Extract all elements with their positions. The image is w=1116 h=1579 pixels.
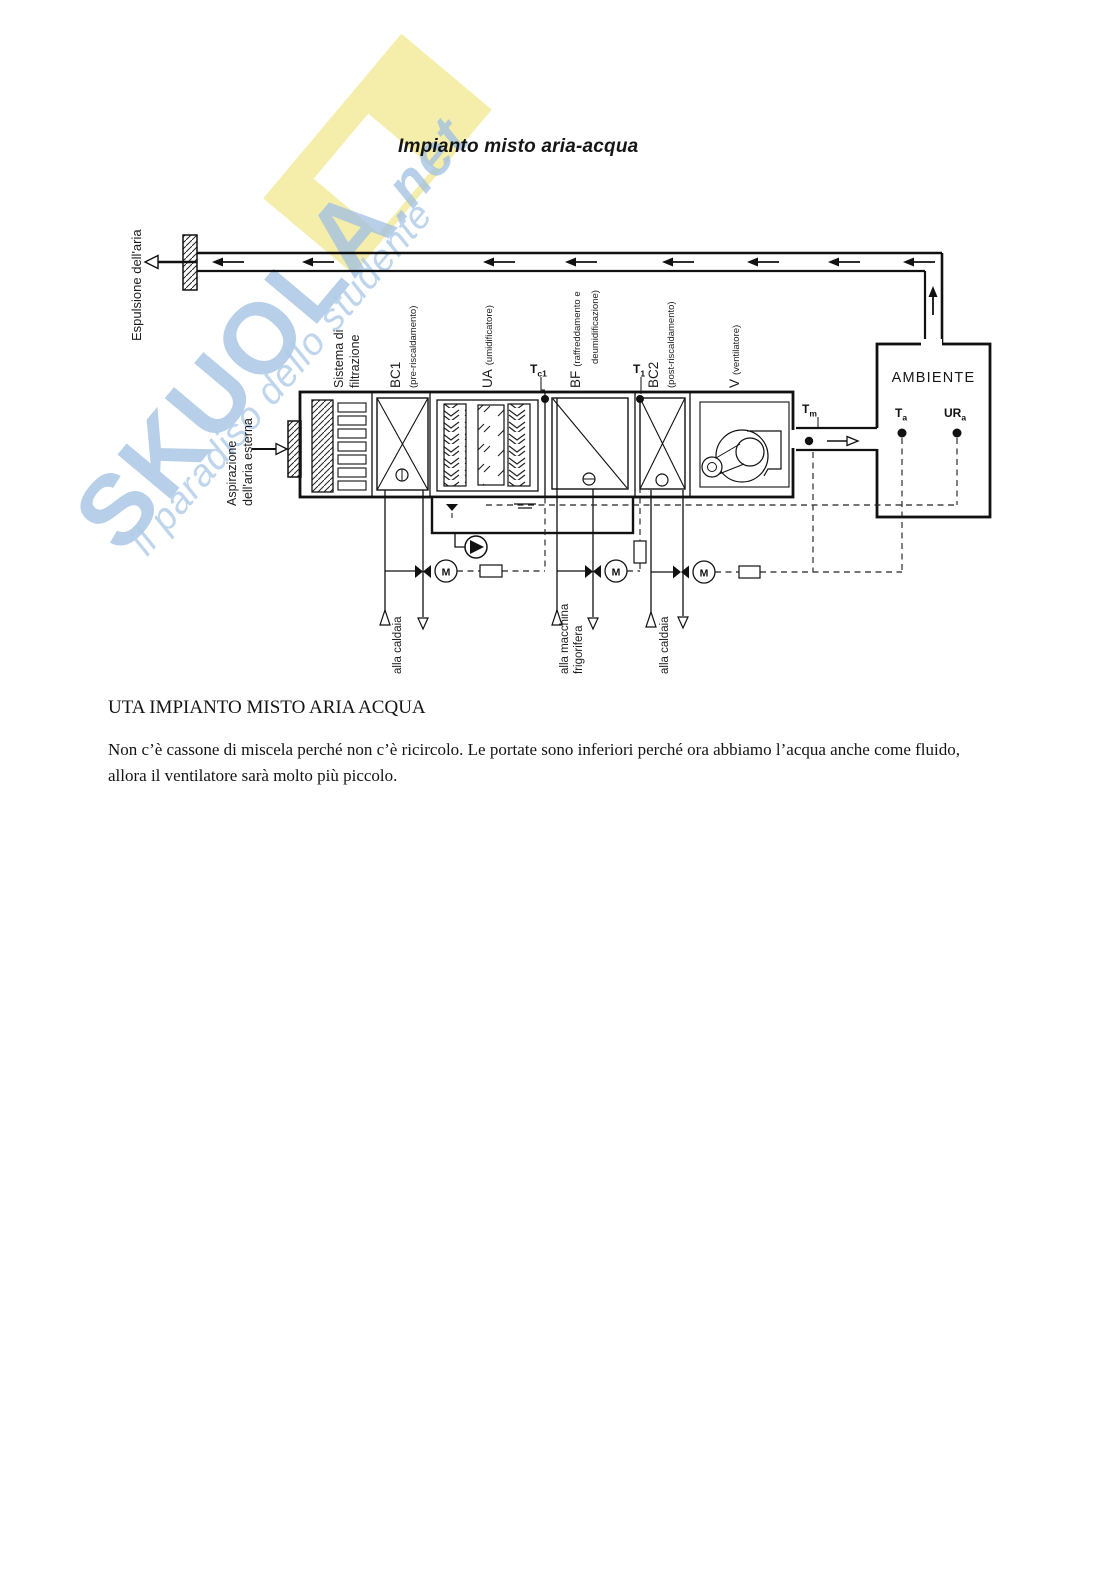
three-way-valve-bc2-icon: M: [673, 560, 716, 584]
exhaust-arrow-icon: [143, 254, 197, 270]
motor-letter-2: M: [612, 566, 621, 578]
bf-coil-icon: [551, 397, 629, 490]
centrifugal-fan-icon: [699, 401, 790, 488]
section-label-ua: UA (umidificatore): [480, 305, 498, 388]
section-label-filter: Sistema di filtrazione: [331, 330, 363, 388]
bc1-name: BC1: [388, 361, 403, 388]
ta-sub: a: [902, 412, 908, 423]
bc1-coil-icon: [376, 397, 429, 491]
sensor-tag-tm: Tm: [802, 402, 817, 418]
exhaust-air-label: Espulsione dell'aria: [129, 229, 144, 341]
section-label-fan: V (ventilatore): [727, 325, 745, 388]
ahu-box: [298, 390, 795, 499]
three-way-valve-bc1-icon: M: [415, 559, 458, 583]
notes-heading: UTA IMPIANTO MISTO ARIA ACQUA: [108, 697, 426, 718]
sensor-tag-tc1: Tc1: [530, 362, 547, 378]
three-way-valve-bf-icon: M: [585, 559, 628, 583]
t1-sub: 1: [640, 368, 646, 379]
sensor-tag-t1: T1: [633, 362, 645, 378]
motor-letter-1: M: [442, 566, 451, 578]
chiller-label-line2: frigorifera: [573, 625, 585, 674]
section-label-bf: BF (raffreddamento e deumidificazione): [568, 290, 604, 388]
v-desc: (ventilatore): [731, 324, 742, 375]
humidifier-section-icon: [436, 399, 539, 492]
sensor-dots: [541, 395, 962, 446]
bc2-desc: (post-riscaldamento): [666, 301, 677, 388]
supply-duct: [790, 426, 877, 452]
notes-paragraph: Non c’è cassone di miscela perché non c’…: [108, 740, 960, 785]
duct-up-arrow-icon: [928, 286, 938, 315]
pipe-flow-arrows: [379, 608, 689, 631]
pipe-label-boiler-1: alla caldaia: [392, 616, 404, 674]
filter-label-line2: filtrazione: [348, 334, 362, 389]
bc2-name: BC2: [646, 361, 661, 388]
sensor-brackets: [540, 377, 819, 429]
section-label-bc2: BC2 (post-riscaldamento): [646, 301, 680, 388]
ura-base: UR: [944, 406, 962, 420]
ua-desc: (umidificatore): [484, 305, 495, 366]
room-box: [872, 339, 992, 519]
sensor-tag-ura: URa: [944, 406, 966, 422]
controller-blocks: [479, 540, 761, 579]
humidifier-tank-icon: [430, 495, 635, 535]
water-pipes: [384, 398, 684, 617]
intake-arrow-icon: [252, 442, 289, 456]
filter-section-icon: [311, 399, 367, 493]
v-name: V: [727, 378, 742, 388]
intake-damper-icon: [287, 420, 302, 478]
bf-desc-line1: (raffreddamento e: [572, 291, 583, 367]
tc1-sub: c1: [537, 368, 547, 379]
ta-base: T: [895, 406, 903, 420]
bc1-desc: (pre-riscaldamento): [408, 305, 419, 388]
supply-arrow-icon: [827, 435, 860, 447]
tm-sub: m: [809, 408, 817, 419]
ura-sub: a: [961, 412, 967, 423]
intake-air-label: Aspirazione dell'aria esterna: [224, 418, 256, 506]
sensor-tag-ta: Ta: [895, 406, 907, 422]
tm-base: T: [802, 402, 810, 416]
intake-air-label-line2: dell'aria esterna: [241, 418, 255, 506]
motor-letter-3: M: [700, 567, 709, 579]
t1-base: T: [633, 362, 641, 376]
pipe-label-chiller: alla macchina frigorifera: [558, 604, 586, 674]
pipe-label-boiler-2: alla caldaia: [659, 616, 671, 674]
room-label: AMBIENTE: [891, 370, 976, 386]
section-label-bc1: BC1 (pre-riscaldamento): [388, 306, 422, 388]
page-title: Impianto misto aria-acqua: [398, 136, 639, 157]
tc1-base: T: [530, 362, 538, 376]
intake-air-label-line1: Aspirazione: [225, 440, 239, 506]
bf-name: BF: [568, 370, 583, 388]
control-lines: [457, 403, 958, 573]
bc2-coil-icon: [639, 397, 686, 490]
pump-icon: [454, 533, 488, 559]
filter-label-line1: Sistema di: [332, 329, 346, 388]
chiller-label-line1: alla macchina: [559, 603, 571, 674]
ua-name: UA: [480, 369, 495, 388]
bf-desc-line2: deumidificazione): [590, 290, 601, 364]
